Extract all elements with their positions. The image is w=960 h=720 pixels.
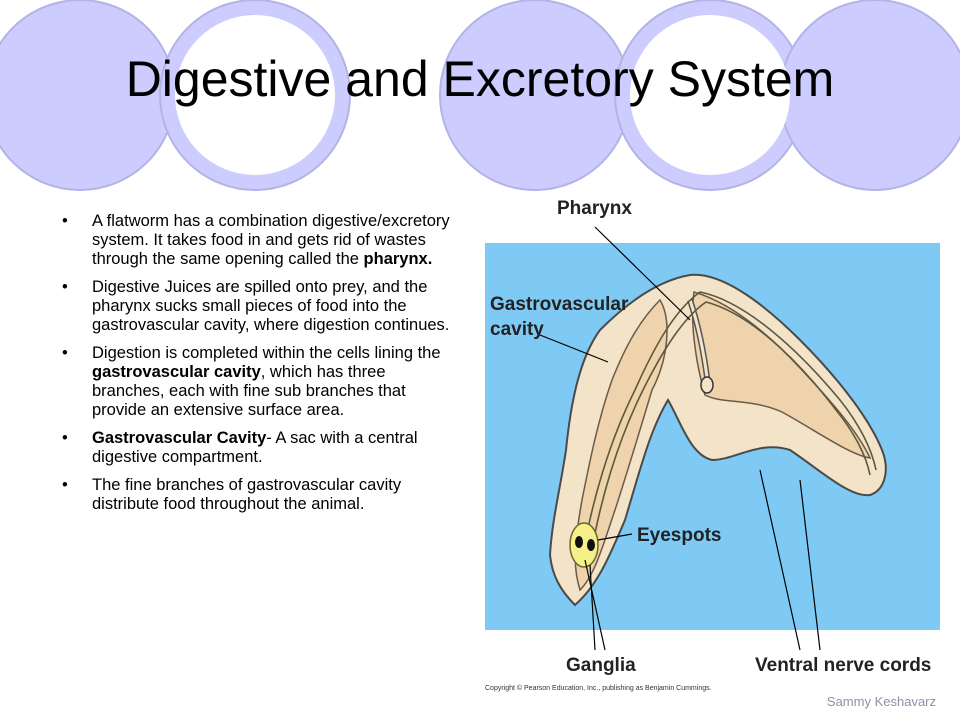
- bullet-item: Gastrovascular Cavity- A sac with a cent…: [62, 429, 460, 467]
- bullet-text: A flatworm has a combination digestive/e…: [92, 212, 450, 268]
- eyespot-left: [575, 536, 583, 548]
- label-gastrovascular: Gastrovascular: [490, 294, 629, 315]
- bullet-emphasis: pharynx.: [363, 250, 433, 268]
- flatworm-diagram: Pharynx Gastrovascular cavity Eyespots G…: [485, 198, 940, 692]
- circle-2-inner: [175, 15, 335, 175]
- bullet-text: Digestion is completed within the cells …: [92, 344, 441, 362]
- decorative-circles: [0, 0, 960, 191]
- slide-title: Digestive and Excretory System: [125, 51, 835, 107]
- ventral-nerve-cords: [581, 291, 877, 561]
- eyespot-right: [587, 539, 595, 551]
- bullet-item: The fine branches of gastrovascular cavi…: [62, 476, 460, 514]
- ganglia-shape: [569, 522, 599, 568]
- bullet-item: Digestion is completed within the cells …: [62, 344, 460, 420]
- bullet-text: The fine branches of gastrovascular cavi…: [92, 476, 402, 513]
- bullet-text: Digestive Juices are spilled onto prey, …: [92, 278, 450, 334]
- label-pharynx: Pharynx: [557, 198, 632, 219]
- copyright-text: Copyright © Pearson Education, Inc., pub…: [485, 684, 712, 692]
- bullet-item: Digestive Juices are spilled onto prey, …: [62, 278, 460, 335]
- bullet-text: - A sac with a central digestive compart…: [92, 429, 418, 466]
- bullet-emphasis: gastrovascular cavity: [92, 363, 261, 381]
- label-ventral-nerve-cords: Ventral nerve cords: [755, 655, 931, 676]
- bullet-item: A flatworm has a combination digestive/e…: [62, 212, 460, 269]
- pharynx-opening: [700, 376, 714, 394]
- label-eyespots: Eyespots: [637, 525, 721, 546]
- bullet-text: , which has three branches, each with fi…: [92, 363, 406, 419]
- bullet-list: A flatworm has a combination digestive/e…: [62, 212, 460, 523]
- label-cavity: cavity: [490, 319, 544, 340]
- label-ganglia: Ganglia: [566, 655, 636, 676]
- bullet-emphasis: Gastrovascular Cavity: [92, 429, 267, 447]
- author-footer: Sammy Keshavarz: [826, 694, 936, 709]
- circle-4-inner: [630, 15, 790, 175]
